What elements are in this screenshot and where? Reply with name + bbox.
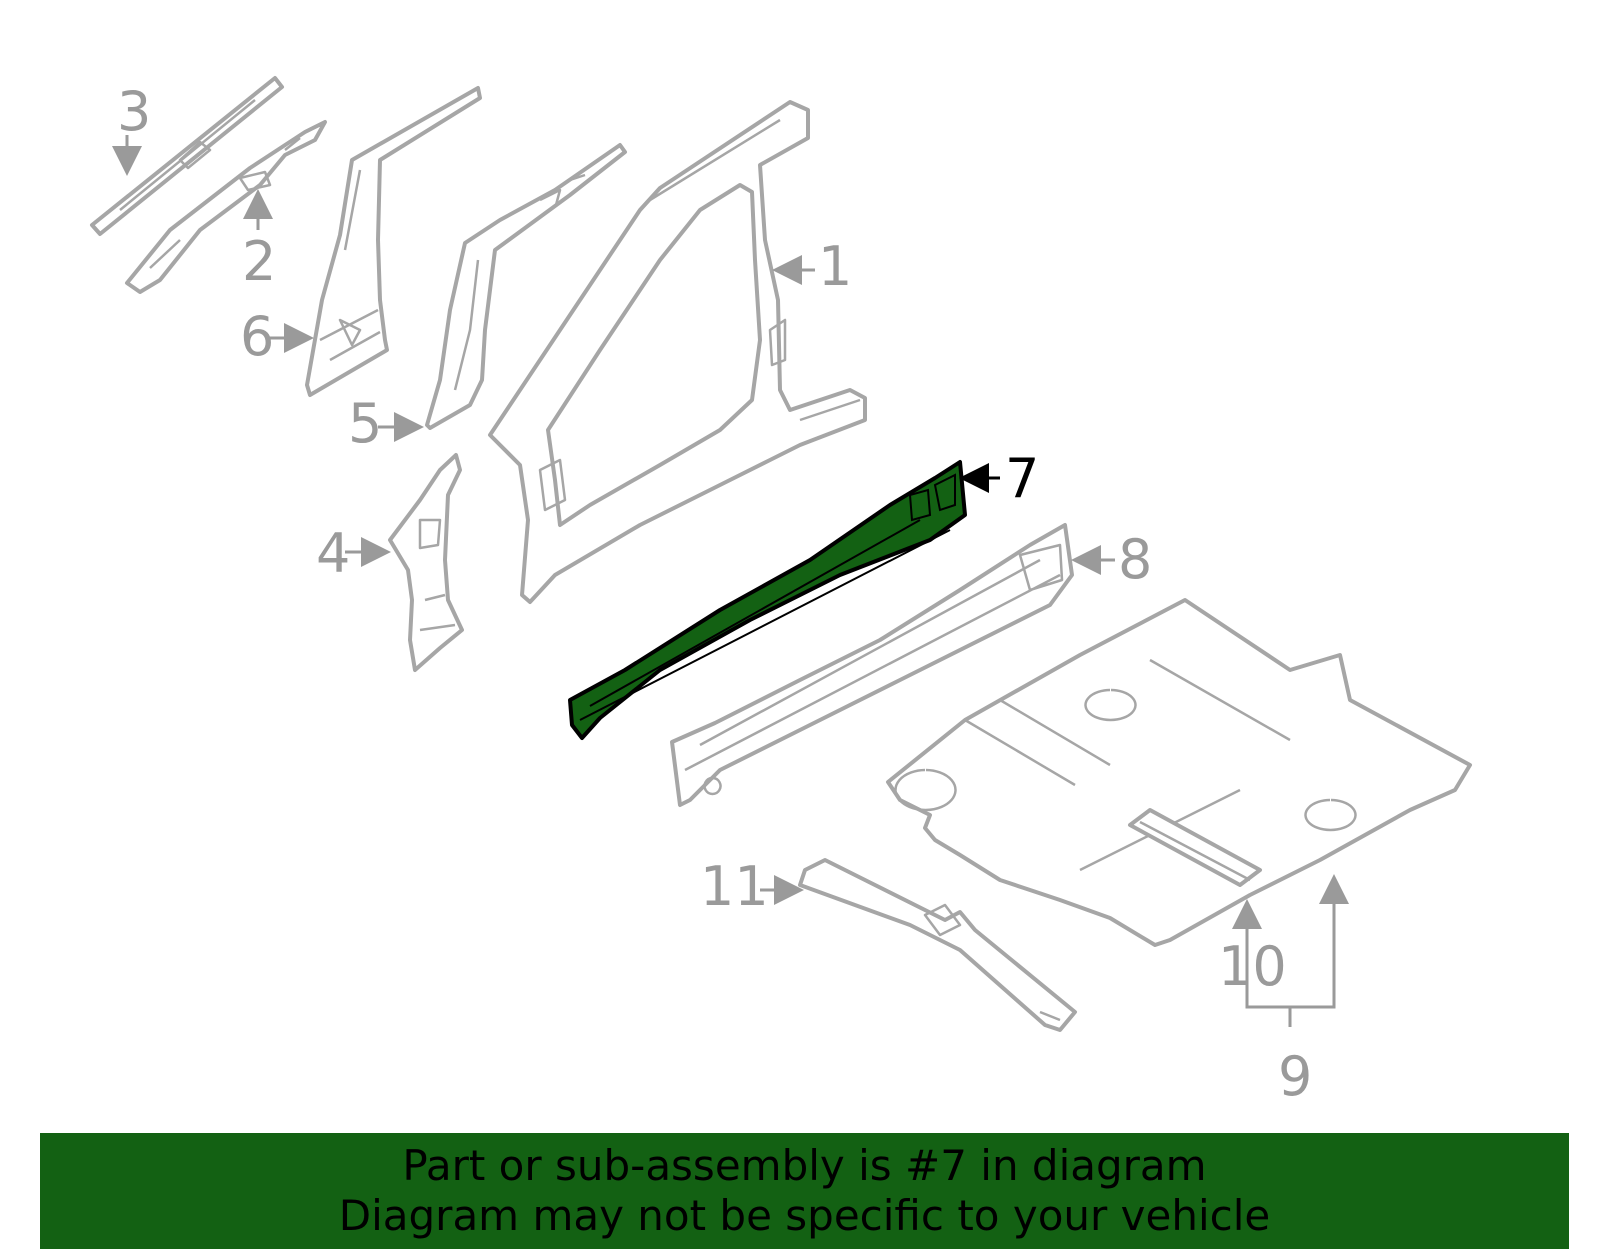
part-2-rail-inner[interactable]	[125, 120, 327, 294]
part-5-pillar-reinforcement[interactable]	[425, 143, 627, 430]
part-3-roof-rail[interactable]	[90, 76, 284, 236]
banner-line-2: Diagram may not be specific to your vehi…	[338, 1191, 1271, 1240]
banner-line-1: Part or sub-assembly is #7 in diagram	[402, 1141, 1207, 1190]
notice-banner: Part or sub-assembly is #7 in diagram Di…	[40, 1133, 1569, 1249]
callout-11: 11	[700, 855, 769, 918]
part-4-hinge-pillar[interactable]	[388, 453, 464, 672]
callout-5: 5	[348, 392, 382, 455]
callout-6: 6	[240, 305, 274, 368]
part-1-body-side[interactable]	[488, 100, 867, 604]
callout-10: 10	[1218, 935, 1287, 998]
part-11-seat-bar[interactable]	[798, 858, 1077, 1032]
callout-7: 7	[1005, 447, 1039, 510]
callout-9: 9	[1278, 1045, 1312, 1108]
callout-3: 3	[117, 80, 151, 143]
callout-2: 2	[242, 230, 276, 293]
part-8-sill-reinforcement[interactable]	[670, 523, 1074, 807]
part-9-floor-pan[interactable]	[886, 598, 1472, 947]
callout-8: 8	[1118, 528, 1152, 591]
part-10-crossmember[interactable]	[1128, 808, 1262, 887]
part-6-pillar-inner[interactable]	[305, 86, 482, 397]
callout-1: 1	[818, 235, 852, 298]
callout-4: 4	[316, 522, 350, 585]
part-7-rocker-panel[interactable]	[568, 460, 967, 740]
